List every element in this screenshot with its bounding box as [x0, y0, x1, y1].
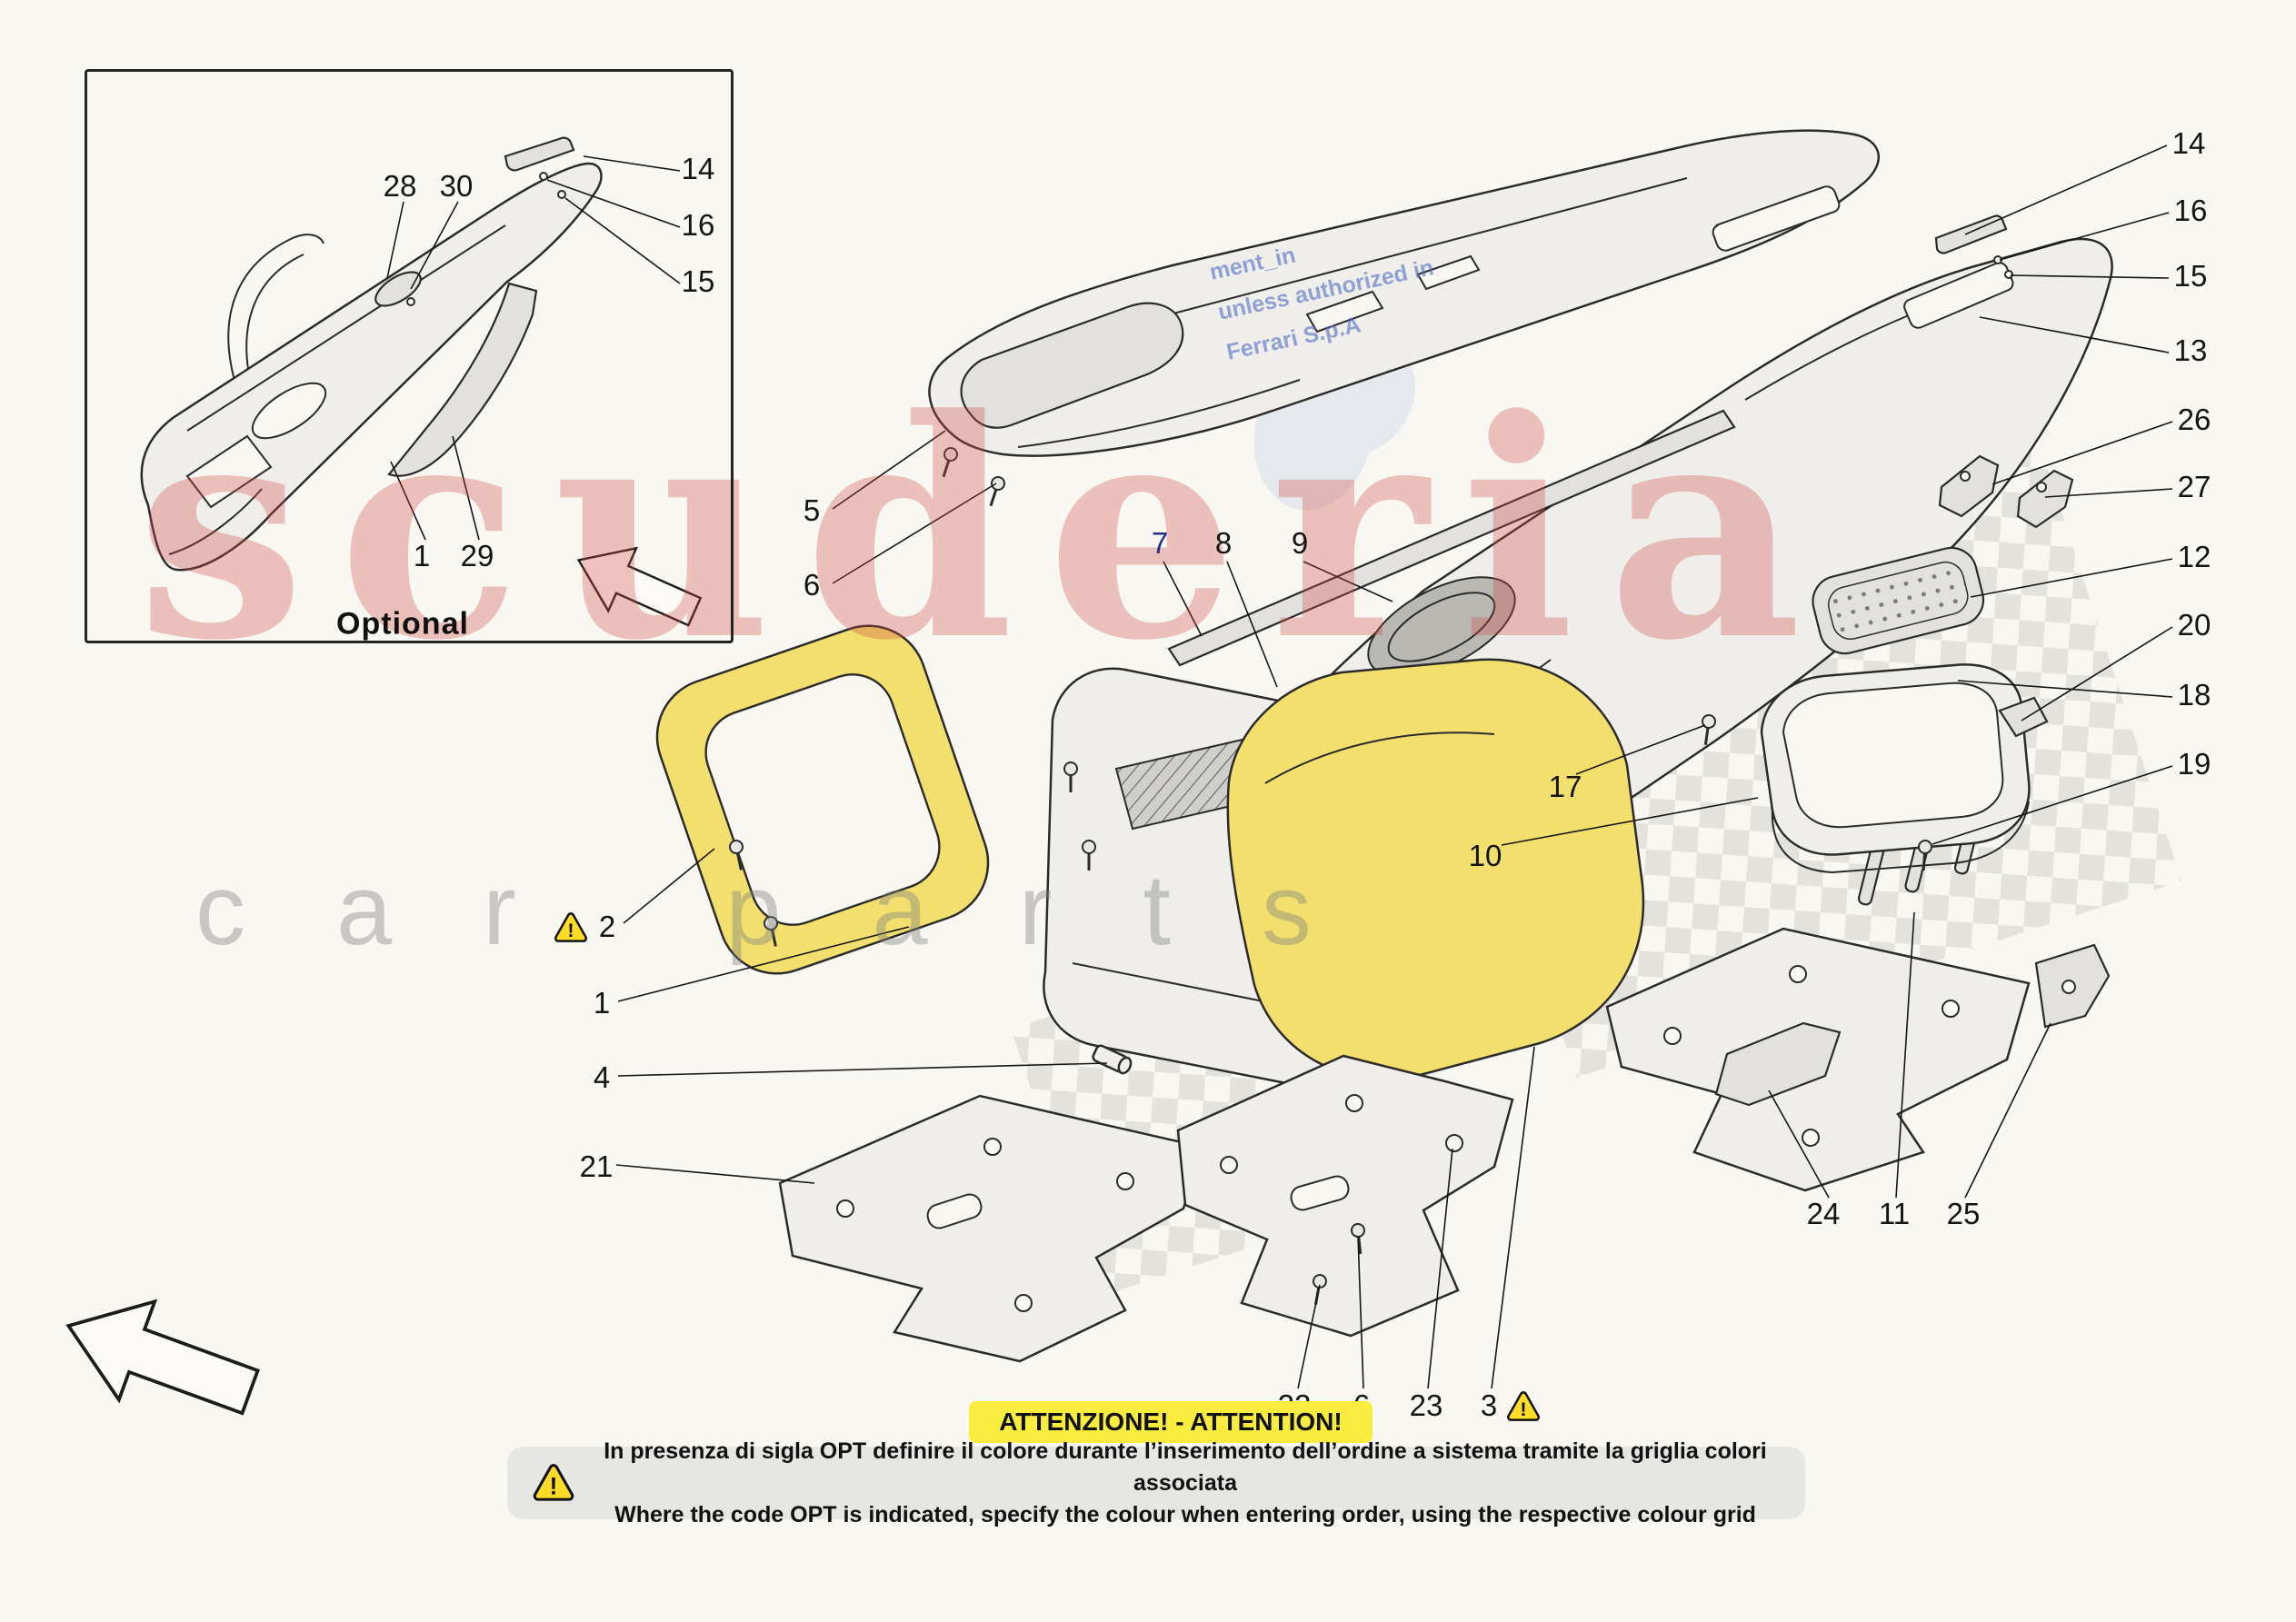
trim-frame-drawing: [655, 624, 990, 975]
callout-16: 16: [681, 208, 715, 242]
warning-triangle-icon: [554, 912, 588, 943]
opt-colour-notice-banner: In presenza di sigla OPT definire il col…: [507, 1438, 1805, 1527]
callout-26: 26: [2177, 403, 2211, 436]
warning-triangle-icon: [1507, 1391, 1541, 1422]
callout-25: 25: [1946, 1197, 1981, 1230]
side-panel-outer-drawing: [1226, 658, 1645, 1080]
callout-7: 7: [1151, 526, 1169, 560]
attention-banner: ATTENZIONE! - ATTENTION!: [969, 1401, 1373, 1443]
callout-11: 11: [1878, 1197, 1911, 1230]
console-top-drawing: [928, 129, 1881, 510]
rubber-mat-drawing: [1812, 546, 1985, 655]
frame-piece-drawing: [1998, 696, 2049, 738]
callout-1: 1: [413, 539, 431, 572]
leader-lines: [386, 144, 2173, 1389]
trim-strip-drawing: [1167, 409, 1736, 667]
callout-30: 30: [439, 169, 474, 203]
callout-2: 2: [598, 910, 616, 943]
warning-triangle-icon: [533, 1464, 574, 1502]
bracket-26-drawing: [1938, 454, 2000, 518]
callout-14: 14: [2171, 126, 2206, 160]
callout-3: 3: [1480, 1388, 1498, 1422]
callout-14: 14: [681, 152, 715, 185]
callout-28: 28: [383, 169, 417, 203]
callout-10: 10: [1468, 839, 1502, 872]
notice-line-italian: In presenza di sigla OPT definire il col…: [604, 1438, 1767, 1496]
callout-4: 4: [593, 1060, 611, 1094]
callout-13: 13: [2173, 333, 2208, 367]
notice-line-english: Where the code OPT is indicated, specify…: [614, 1501, 1756, 1527]
callout-23: 23: [1409, 1388, 1443, 1422]
callout-18: 18: [2177, 678, 2211, 711]
callout-29: 29: [460, 539, 494, 572]
callout-27: 27: [2177, 470, 2211, 503]
optional-label: Optional: [336, 606, 469, 642]
bracket-27-drawing: [2016, 469, 2074, 529]
callout-5: 5: [803, 493, 821, 527]
callout-8: 8: [1214, 526, 1233, 560]
optional-variant-box: [85, 69, 734, 643]
cubby-box-drawing: [1697, 663, 2031, 874]
callout-24: 24: [1806, 1197, 1841, 1230]
callout-19: 19: [2177, 747, 2211, 781]
callout-15: 15: [681, 264, 715, 298]
callout-21: 21: [579, 1149, 614, 1183]
callout-17: 17: [1548, 770, 1582, 803]
pin-drawing: [1092, 1044, 1133, 1075]
callout-9: 9: [1291, 526, 1309, 560]
bracket-right-drawing: [1605, 810, 2111, 1192]
optional-console-drawing: [140, 136, 603, 572]
callout-6: 6: [803, 568, 821, 602]
bracket-left-drawing: [778, 1094, 1203, 1363]
callout-1: 1: [593, 986, 611, 1020]
callout-20: 20: [2177, 608, 2211, 642]
callout-15: 15: [2173, 259, 2208, 293]
callout-16: 16: [2173, 194, 2208, 227]
callout-12: 12: [2177, 540, 2211, 573]
direction-arrow-main: [48, 1275, 270, 1443]
bracket-mid-drawing: [1176, 1054, 1514, 1338]
